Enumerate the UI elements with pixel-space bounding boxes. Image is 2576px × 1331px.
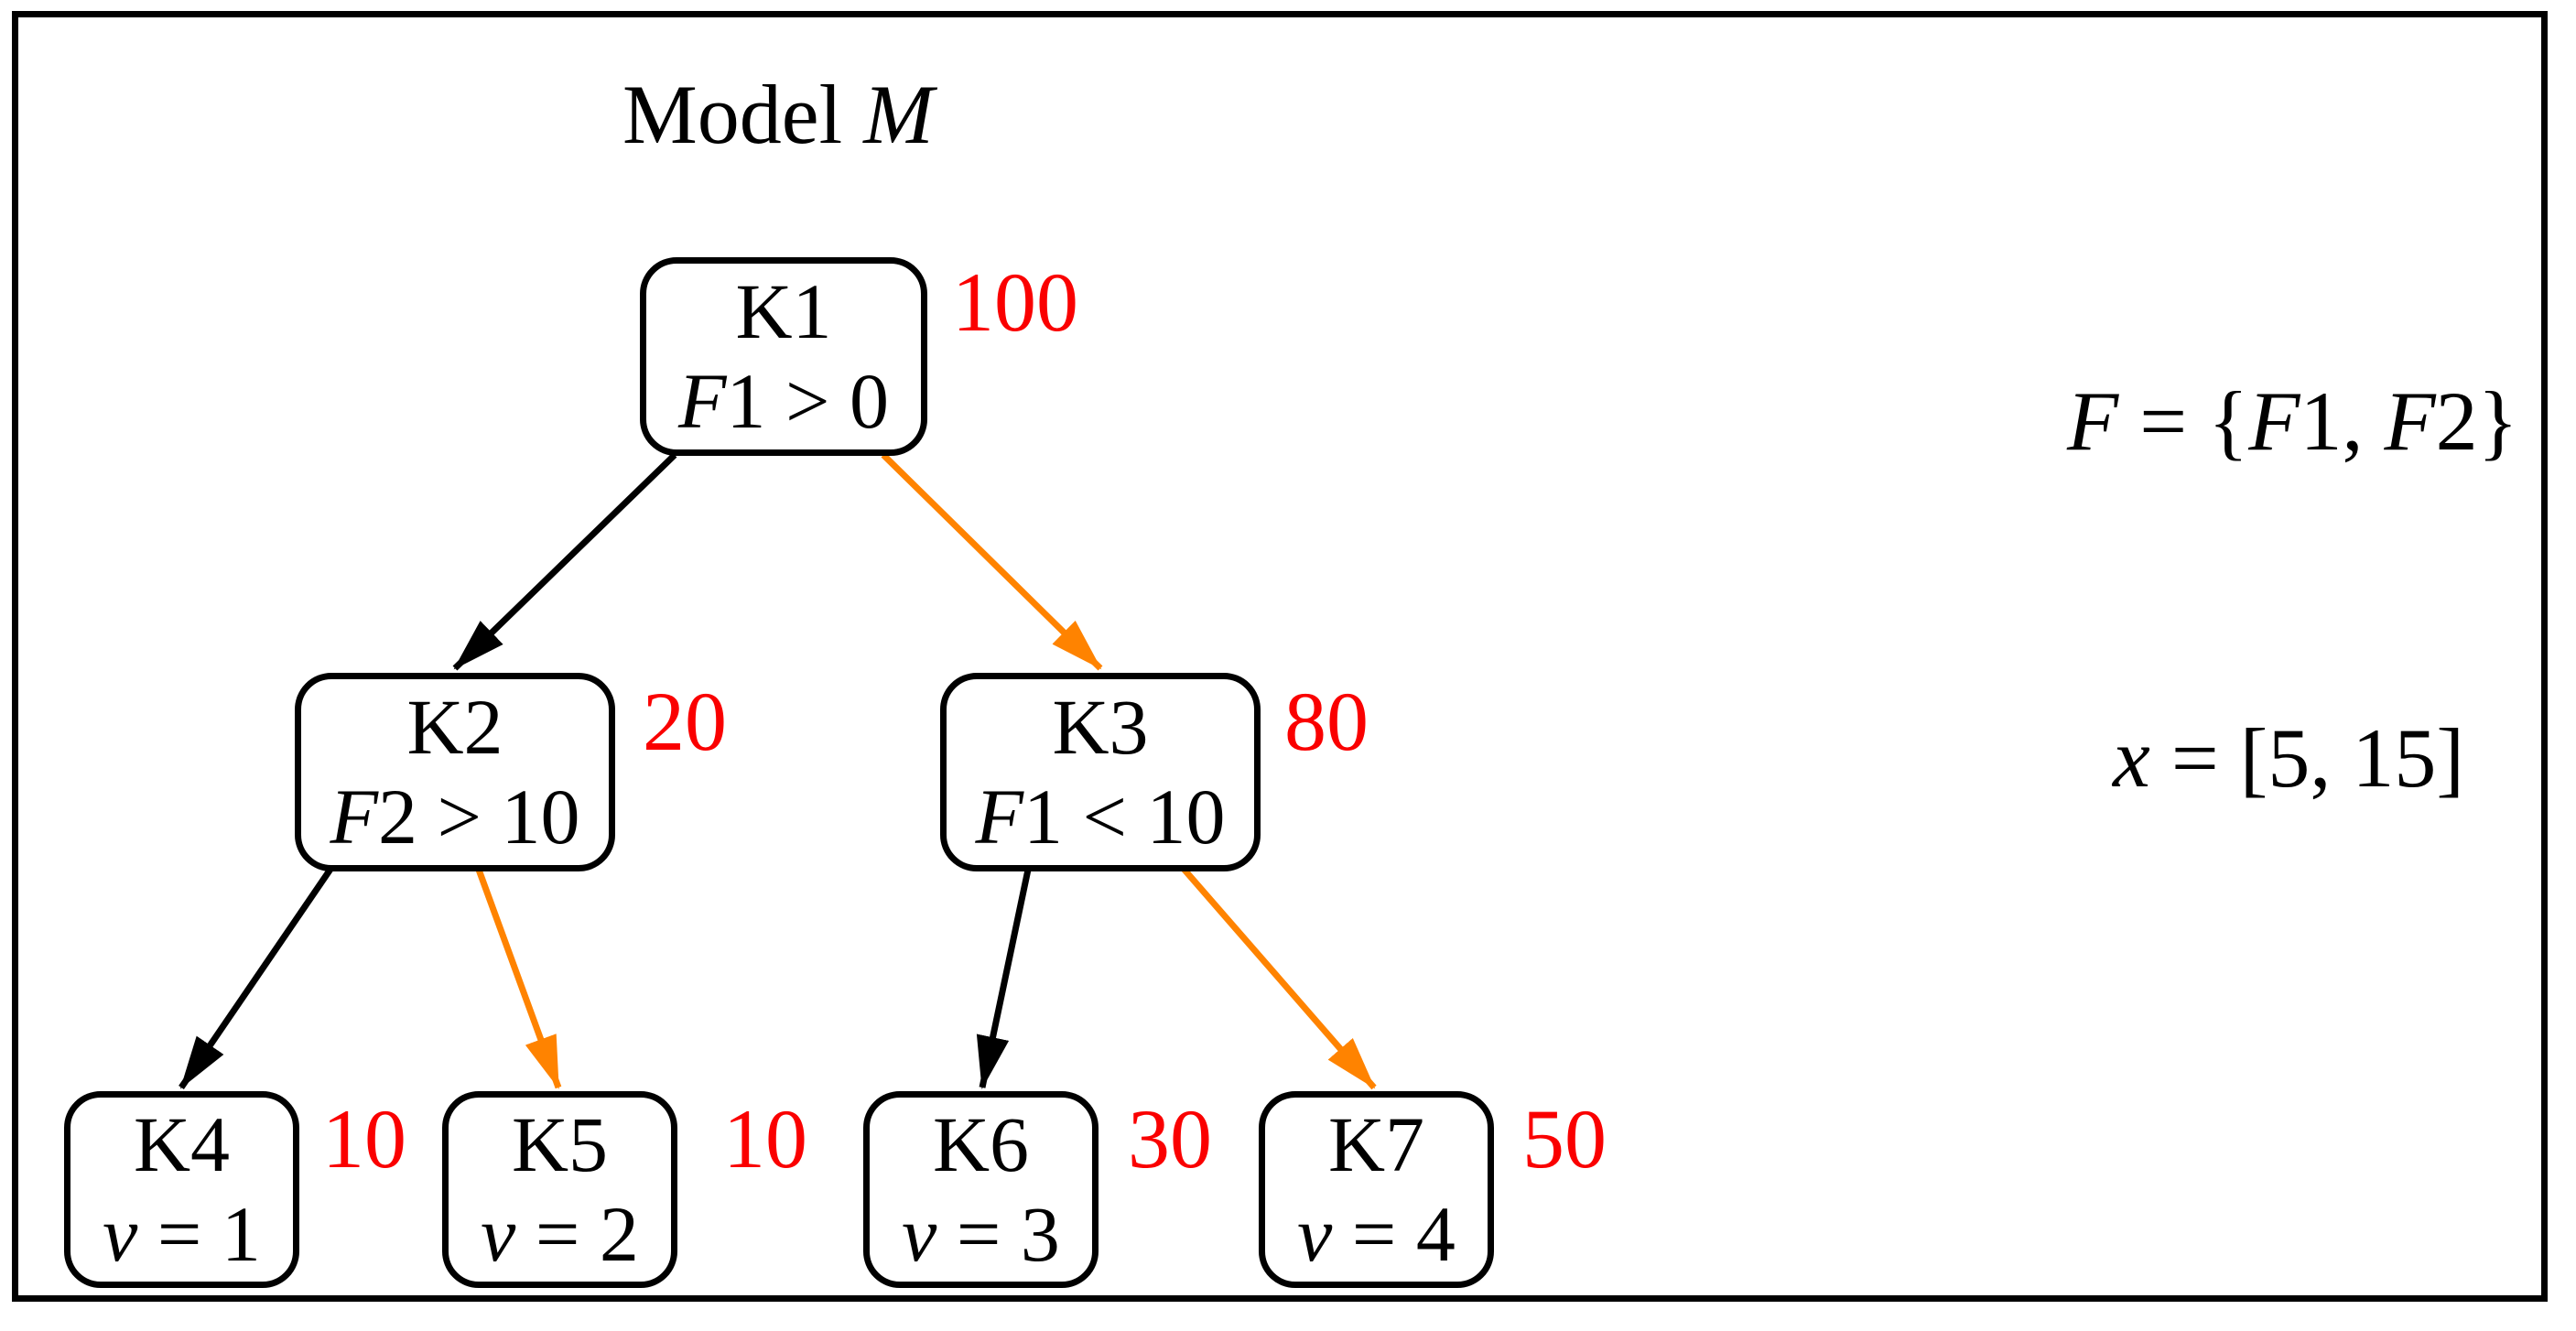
sample-count-k5: 10 [723,1092,807,1185]
node-name: K7 [1327,1100,1425,1189]
edge-k1-k2 [452,452,677,671]
edge-k3-k6 [976,869,1032,1089]
figure-title-prefix: Model [622,68,864,161]
figure-frame [12,11,2548,1302]
figure-title: Model M [622,66,934,163]
feature-set-annotation: F = {F1, F2} [2067,374,2518,468]
node-condition: v = 1 [103,1189,261,1278]
sample-count-k7: 50 [1522,1092,1607,1185]
node-condition: v = 4 [1297,1189,1456,1278]
figure-title-symbol: M [863,68,934,161]
tree-node-k6: K6 v = 3 [863,1091,1099,1288]
node-name: K3 [1052,683,1149,772]
edge-k2-k4 [179,866,334,1089]
tree-node-k2: K2 F2 > 10 [295,673,615,871]
node-name: K6 [932,1100,1030,1189]
sample-count-k6: 30 [1128,1092,1212,1185]
node-condition: F1 < 10 [975,772,1226,860]
node-condition: v = 3 [902,1189,1060,1278]
node-condition: F1 > 0 [677,356,890,445]
sample-count-k4: 10 [322,1092,406,1185]
node-name: K1 [735,267,832,356]
tree-node-k7: K7 v = 4 [1259,1091,1494,1288]
tree-node-k3: K3 F1 < 10 [940,673,1261,871]
node-name: K5 [511,1100,609,1189]
tree-node-k5: K5 v = 2 [442,1091,677,1288]
edge-k1-k3 [881,452,1103,671]
sample-count-k3: 80 [1284,675,1369,768]
node-name: K2 [406,683,503,772]
sample-count-k2: 20 [643,675,727,768]
edge-k2-k5 [475,868,562,1089]
edge-k3-k7 [1180,865,1377,1090]
tree-node-k1: K1 F1 > 0 [640,257,927,456]
tree-node-k4: K4 v = 1 [64,1091,299,1288]
node-condition: v = 2 [481,1189,639,1278]
input-vector-annotation: x = [5, 15] [2113,711,2465,805]
sample-count-k1: 100 [952,255,1078,349]
node-condition: F2 > 10 [330,772,580,860]
node-name: K4 [133,1100,231,1189]
